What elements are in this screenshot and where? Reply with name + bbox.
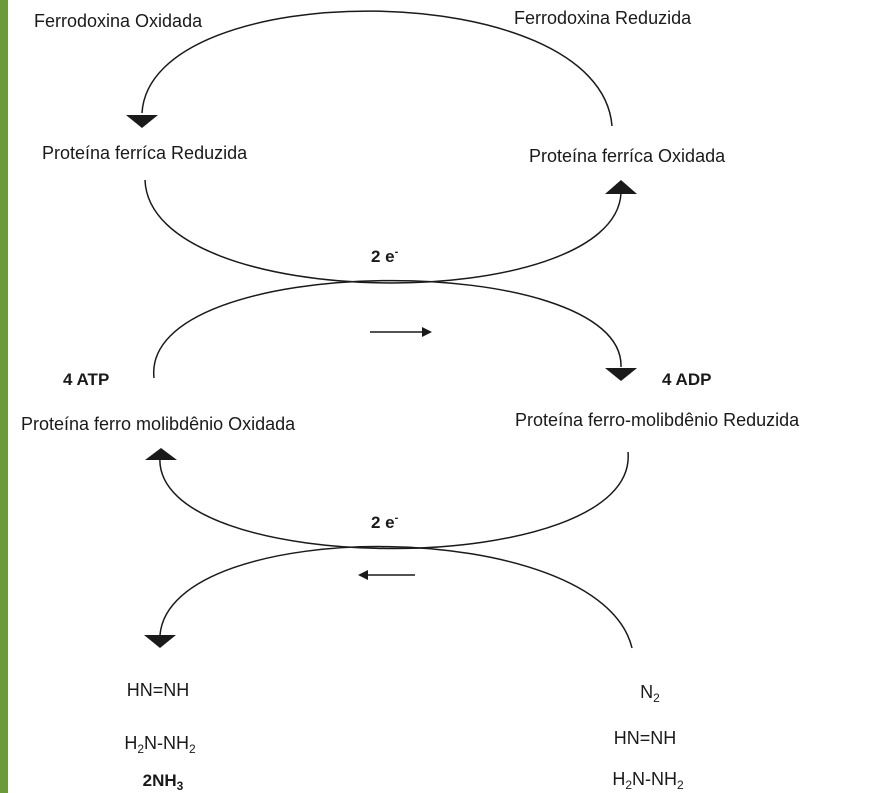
- substrate-dinitrogen: N2: [640, 682, 660, 705]
- ferredoxin-arc: [141, 10, 613, 127]
- left-accent-strip: [0, 0, 8, 793]
- arrowhead-reverse-head: [358, 570, 368, 580]
- electron-transfer-label-2: 2 e-: [371, 512, 399, 533]
- product-diazene: HN=NH: [126, 680, 190, 700]
- arrowhead-products: [144, 635, 176, 648]
- substrate-hydrazine: H2N-NH2: [612, 769, 684, 792]
- substrate-arc: [159, 545, 633, 649]
- arrowhead-mofe-reduced: [605, 368, 637, 381]
- mofe-lower-arc: [159, 451, 629, 550]
- fe-protein-reduced-label: Proteína ferríca Reduzida: [42, 143, 248, 163]
- mofe-protein-oxidized-label: Proteína ferro molibdênio Oxidada: [21, 414, 296, 434]
- fe-protein-arc: [144, 179, 622, 284]
- electron-transfer-label-1: 2 e-: [371, 246, 399, 267]
- ferredoxin-oxidized-label: Ferrodoxina Oxidada: [34, 11, 203, 31]
- fe-protein-oxidized-label: Proteína ferríca Oxidada: [529, 146, 726, 166]
- adp-label: 4 ADP: [662, 370, 712, 389]
- arrowhead-fe-protein: [605, 180, 637, 194]
- product-ammonia: 2NH3: [142, 771, 184, 793]
- arrowhead-ferredoxin: [126, 115, 158, 128]
- product-hydrazine: H2N-NH2: [124, 733, 196, 756]
- mofe-protein-reduced-label: Proteína ferro-molibdênio Reduzida: [515, 410, 800, 430]
- ferredoxin-reduced-label: Ferrodoxina Reduzida: [514, 8, 692, 28]
- mofe-upper-arc: [153, 279, 622, 379]
- substrate-diazene: HN=NH: [613, 728, 677, 748]
- arrowhead-mofe-oxidized: [145, 448, 177, 460]
- arrowhead-forward-head: [422, 327, 432, 337]
- atp-label: 4 ATP: [63, 370, 110, 389]
